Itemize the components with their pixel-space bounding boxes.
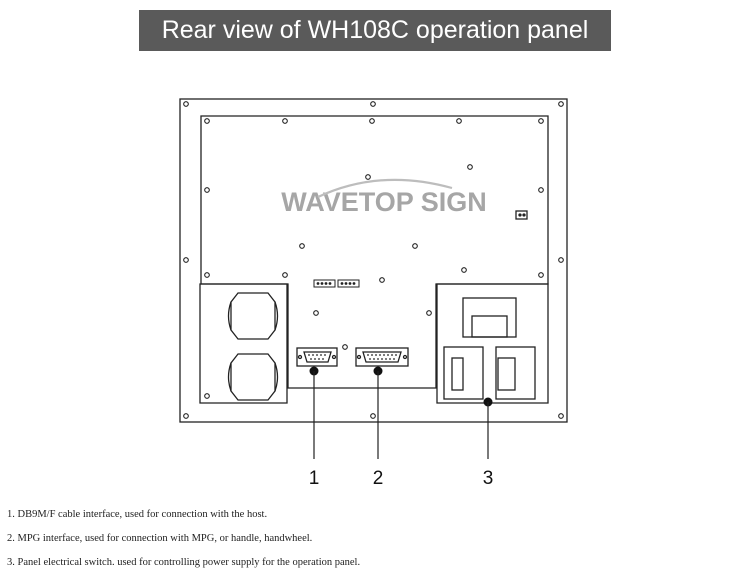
mpg-interface [355, 347, 409, 367]
pin-header [515, 210, 528, 220]
cable-gland-top [227, 292, 279, 340]
watermark-text: WAVETOP SIGN [281, 187, 487, 217]
callout-number-3: 3 [483, 468, 494, 489]
note-item-1: 1. DB9M/F cable interface, used for conn… [7, 509, 268, 520]
page-title: Rear view of WH108C operation panel [161, 16, 589, 44]
mounting-holes [183, 101, 564, 419]
callout-number-2: 2 [373, 468, 384, 489]
note-item-2: 2. MPG interface, used for connection wi… [7, 533, 313, 544]
small-connectors [313, 279, 360, 288]
panel-outline [179, 98, 568, 423]
db9-cable-interface [296, 347, 338, 367]
watermark-swoosh [317, 178, 453, 198]
cable-gland-bottom [227, 353, 279, 401]
lower-right-area [436, 283, 549, 404]
title-banner: Rear view of WH108C operation panel [139, 10, 611, 51]
panel-electrical-switch [443, 297, 536, 400]
callout-number-1: 1 [309, 468, 320, 489]
note-item-3: 3. Panel electrical switch. used for con… [7, 557, 361, 568]
lower-left-area [199, 283, 288, 404]
callout-lines [309, 366, 493, 459]
notes-list: 1. DB9M/F cable interface, used for conn… [7, 508, 747, 580]
